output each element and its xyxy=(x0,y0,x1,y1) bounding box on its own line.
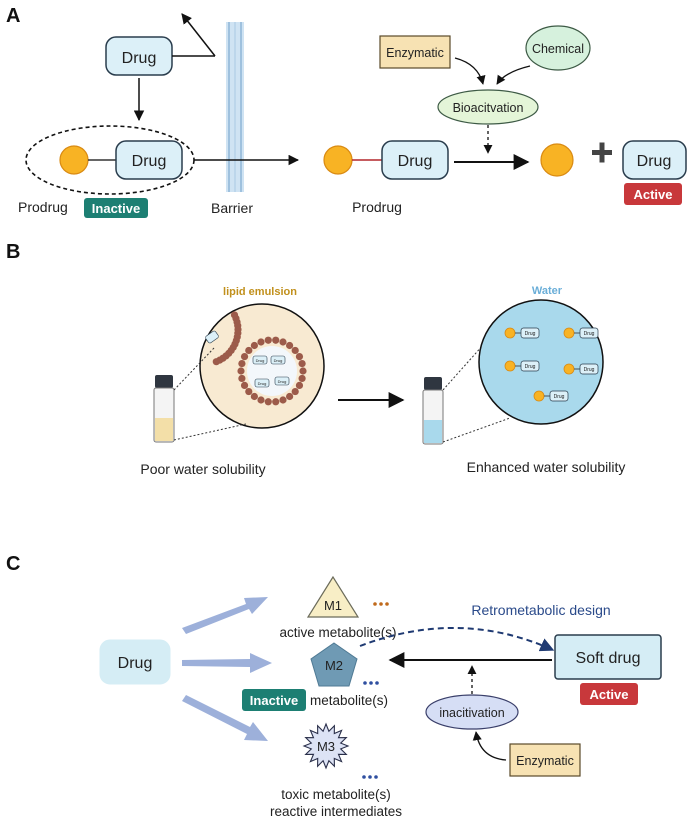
m1-label: M1 xyxy=(324,598,342,613)
reactive-intermediates-label: reactive intermediates xyxy=(270,804,402,819)
drug-box-prodrug-mid xyxy=(381,140,449,180)
water-drug-label: Drug xyxy=(554,394,565,400)
active-badge-c-label: Active xyxy=(589,687,628,702)
bioactivation-label: Bioacitvation xyxy=(453,101,524,115)
inactive-badge-c-label: Inactive xyxy=(250,693,298,708)
barrier-label: Barrier xyxy=(211,200,253,216)
drug-box-active-a xyxy=(622,140,687,180)
chemical-label: Chemical xyxy=(532,42,584,56)
blue-arrow-to-m3 xyxy=(182,695,268,741)
vial-enhanced-solubility xyxy=(422,377,444,445)
active-metabolites-label: active metabolite(s) xyxy=(279,625,396,640)
drug-c-label: Drug xyxy=(118,655,153,672)
drug-prodrug-left-label: Drug xyxy=(132,153,167,170)
metabolites-label: metabolite(s) xyxy=(310,693,388,708)
water-drug-label: Drug xyxy=(525,331,536,337)
arrow-retrometabolic-dashed xyxy=(359,626,555,652)
water-drug-label: Drug xyxy=(525,364,536,370)
m3-label: M3 xyxy=(317,739,335,754)
water-drug-label: Drug xyxy=(584,367,595,373)
lipid-emulsion-label: lipid emulsion xyxy=(223,286,297,298)
active-badge-a xyxy=(624,183,682,205)
arrow-blocked-bounce xyxy=(181,13,216,57)
enzymatic-label-a: Enzymatic xyxy=(386,46,444,60)
panel-label-a: A xyxy=(6,5,20,27)
vial-poor-solubility xyxy=(153,375,175,443)
retrometabolic-label: Retrometabolic design xyxy=(471,602,610,618)
drug-box-c xyxy=(99,639,171,685)
arrow-chemical-to-bioactivation xyxy=(496,65,531,85)
m3-star xyxy=(302,722,350,770)
soft-drug-label: Soft drug xyxy=(576,650,641,667)
panel-label-c: C xyxy=(6,553,20,575)
m2-ellipsis-icon xyxy=(363,681,379,685)
m2-pentagon xyxy=(310,642,358,687)
water-drug-label: Drug xyxy=(584,331,595,337)
plus-icon xyxy=(592,142,612,163)
bioactivation-ellipse xyxy=(437,89,539,125)
m1-ellipsis-icon xyxy=(373,602,389,606)
arrow-enzymatic-to-bioactivation xyxy=(454,57,486,85)
arrow-enzymatic-to-inactivation xyxy=(472,731,507,761)
enzymatic-label-c: Enzymatic xyxy=(516,754,574,768)
m3-ellipsis-icon xyxy=(362,775,378,779)
poor-solubility-label: Poor water solubility xyxy=(140,461,265,477)
active-badge-c xyxy=(580,683,638,705)
barrier-membrane xyxy=(226,22,244,192)
inactive-badge-c xyxy=(242,689,306,711)
chemical-ellipse xyxy=(525,25,591,71)
inactivation-ellipse xyxy=(425,694,519,730)
prodrug-label-left: Prodrug xyxy=(18,199,68,215)
enhanced-solubility-label: Enhanced water solubility xyxy=(467,459,626,475)
micelle-drug-label: Drug xyxy=(258,381,267,386)
drug-box-prodrug-left xyxy=(115,140,183,180)
drug-active-a-label: Drug xyxy=(637,153,672,170)
blue-arrow-to-m1 xyxy=(182,597,268,634)
active-badge-a-label: Active xyxy=(633,187,672,202)
inactive-badge-a-label: Inactive xyxy=(92,201,140,216)
promoiety-circle-mid xyxy=(323,145,353,175)
enzymatic-box-c xyxy=(509,743,581,777)
promoiety-circle-left xyxy=(59,145,89,175)
micelle-drug-label: Drug xyxy=(278,379,287,384)
drug-top-label: Drug xyxy=(122,50,157,67)
blue-arrow-to-m2 xyxy=(182,653,272,673)
inactivation-label: inacitivation xyxy=(439,706,504,720)
soft-drug-box xyxy=(554,634,662,680)
zoom-line-left-bottom xyxy=(173,423,247,441)
water-zoom-circle xyxy=(478,299,604,425)
promoiety-circle-released xyxy=(540,143,574,177)
water-label: Water xyxy=(532,285,563,297)
toxic-metabolites-label: toxic metabolite(s) xyxy=(281,787,391,802)
micelle-drug-label: Drug xyxy=(256,358,265,363)
zoom-line-right-bottom xyxy=(442,417,511,443)
drug-prodrug-mid-label: Drug xyxy=(398,153,433,170)
m2-label: M2 xyxy=(325,658,343,673)
m1-triangle xyxy=(306,575,360,618)
prodrug-label-mid: Prodrug xyxy=(352,199,402,215)
panel-label-b: B xyxy=(6,241,20,263)
inactive-badge-a xyxy=(84,198,148,218)
enzymatic-box-a xyxy=(379,35,451,69)
zoom-line-left-top xyxy=(173,347,215,391)
micelle-drug-label: Drug xyxy=(274,358,283,363)
